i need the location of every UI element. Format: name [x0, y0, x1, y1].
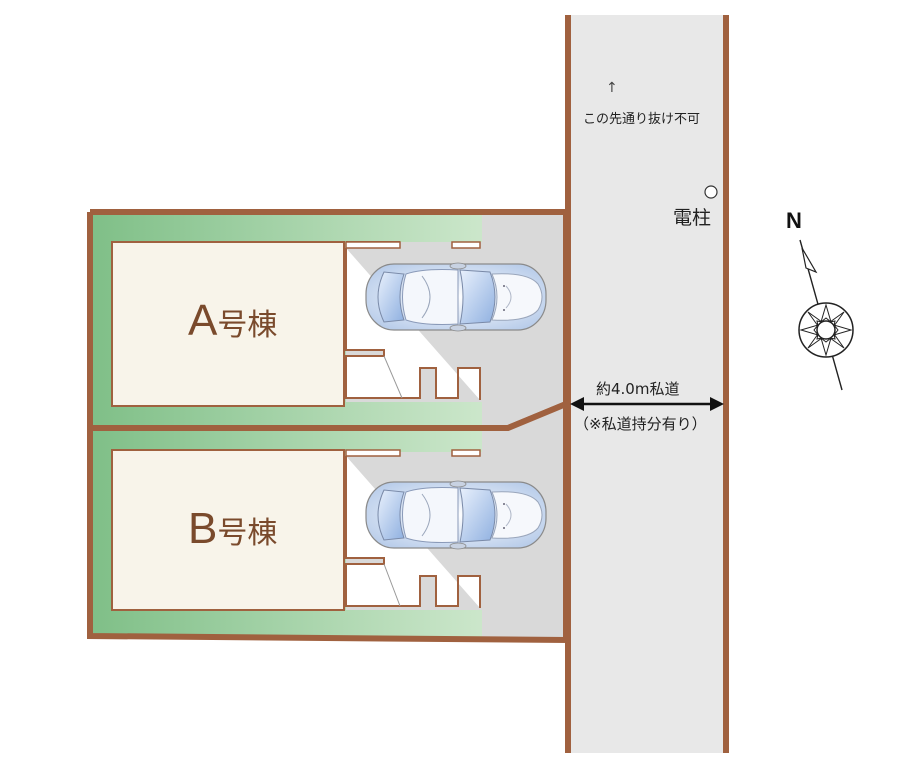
compass-icon — [798, 239, 854, 391]
car-b — [365, 480, 547, 550]
building-b-letter: B — [188, 504, 218, 553]
road-width-dimension — [570, 397, 724, 411]
compass-north-label: N — [786, 208, 802, 233]
road-width-sub: （※私道持分有り） — [574, 415, 707, 433]
utility-pole-icon — [704, 185, 718, 199]
private-road — [565, 15, 729, 753]
building-a-suffix: 号棟 — [217, 308, 278, 343]
building-b-label: B号棟 — [188, 504, 277, 554]
road-width-label: 約4.0m私道 — [596, 380, 680, 398]
road-note: この先通り抜け不可 — [583, 112, 701, 127]
road-note-arrow: ↑ — [606, 80, 618, 96]
building-b-suffix: 号棟 — [217, 516, 278, 551]
utility-pole-label: 電柱 — [673, 207, 712, 229]
building-a-label: A号棟 — [188, 296, 277, 346]
car-a — [365, 262, 547, 332]
building-a-letter: A — [188, 296, 218, 345]
